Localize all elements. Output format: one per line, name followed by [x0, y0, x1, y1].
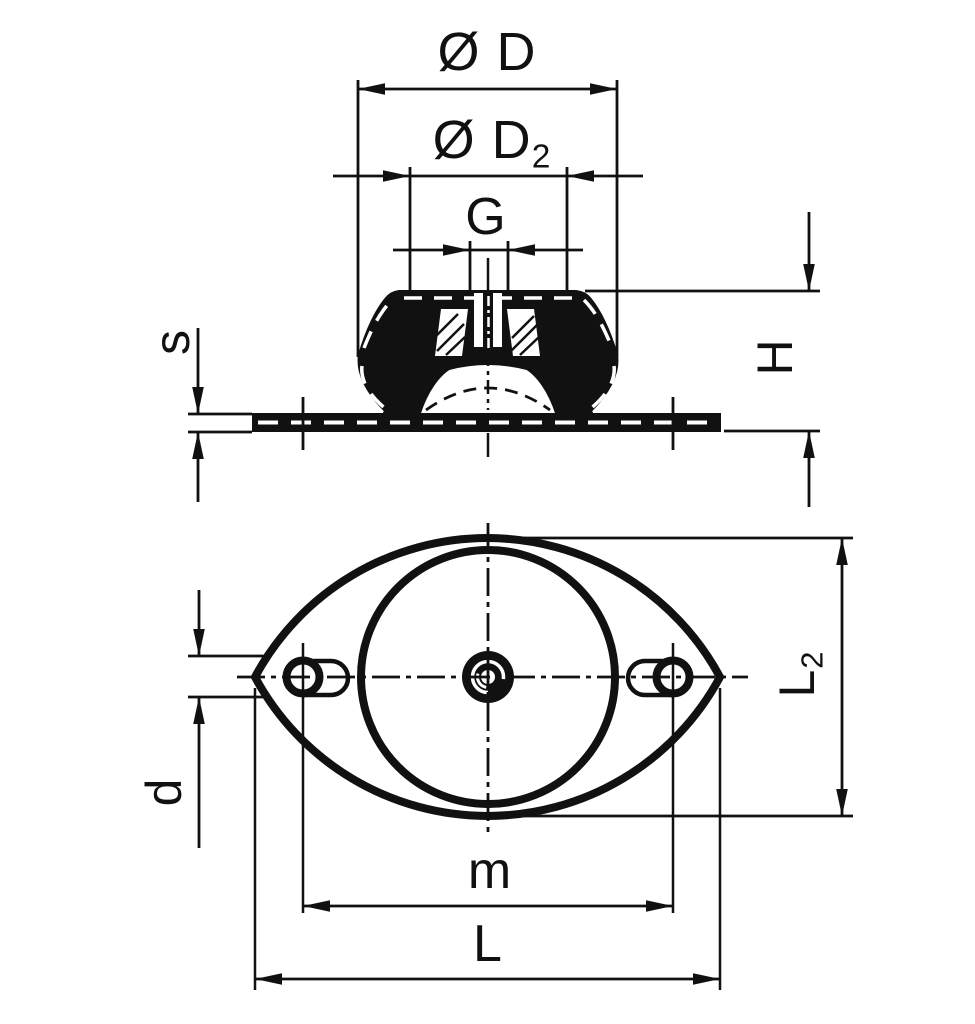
highlight-dashes [360, 296, 616, 411]
plan-view [188, 523, 853, 990]
flange-outline-plan [251, 534, 724, 820]
dim-label-L: L [473, 915, 503, 973]
dim-line-d [188, 590, 268, 848]
dim-label-d: d [136, 777, 192, 807]
dim-line-D [358, 83, 617, 95]
dim-line-L2 [492, 536, 853, 818]
dim-label-L2: L2 [769, 650, 830, 698]
dim-line-G [393, 244, 583, 256]
dim-line-D2 [333, 170, 643, 182]
dim-label-D: Ø D [437, 22, 537, 82]
flange-plate-section [252, 397, 721, 450]
dim-line-m [303, 900, 673, 912]
section-view [188, 80, 820, 507]
dim-line-H [803, 212, 815, 507]
thread-hole-section [435, 293, 540, 356]
dim-line-s [192, 328, 204, 502]
dim-label-m: m [467, 842, 513, 900]
dim-label-s: s [144, 329, 200, 355]
plan-center-lines [237, 523, 748, 990]
dim-label-H: H [747, 338, 803, 376]
dim-label-G: G [465, 188, 507, 246]
hatching-lines [435, 313, 540, 356]
dim-line-L [255, 973, 720, 985]
dim-label-D2: Ø D2 [432, 110, 552, 176]
